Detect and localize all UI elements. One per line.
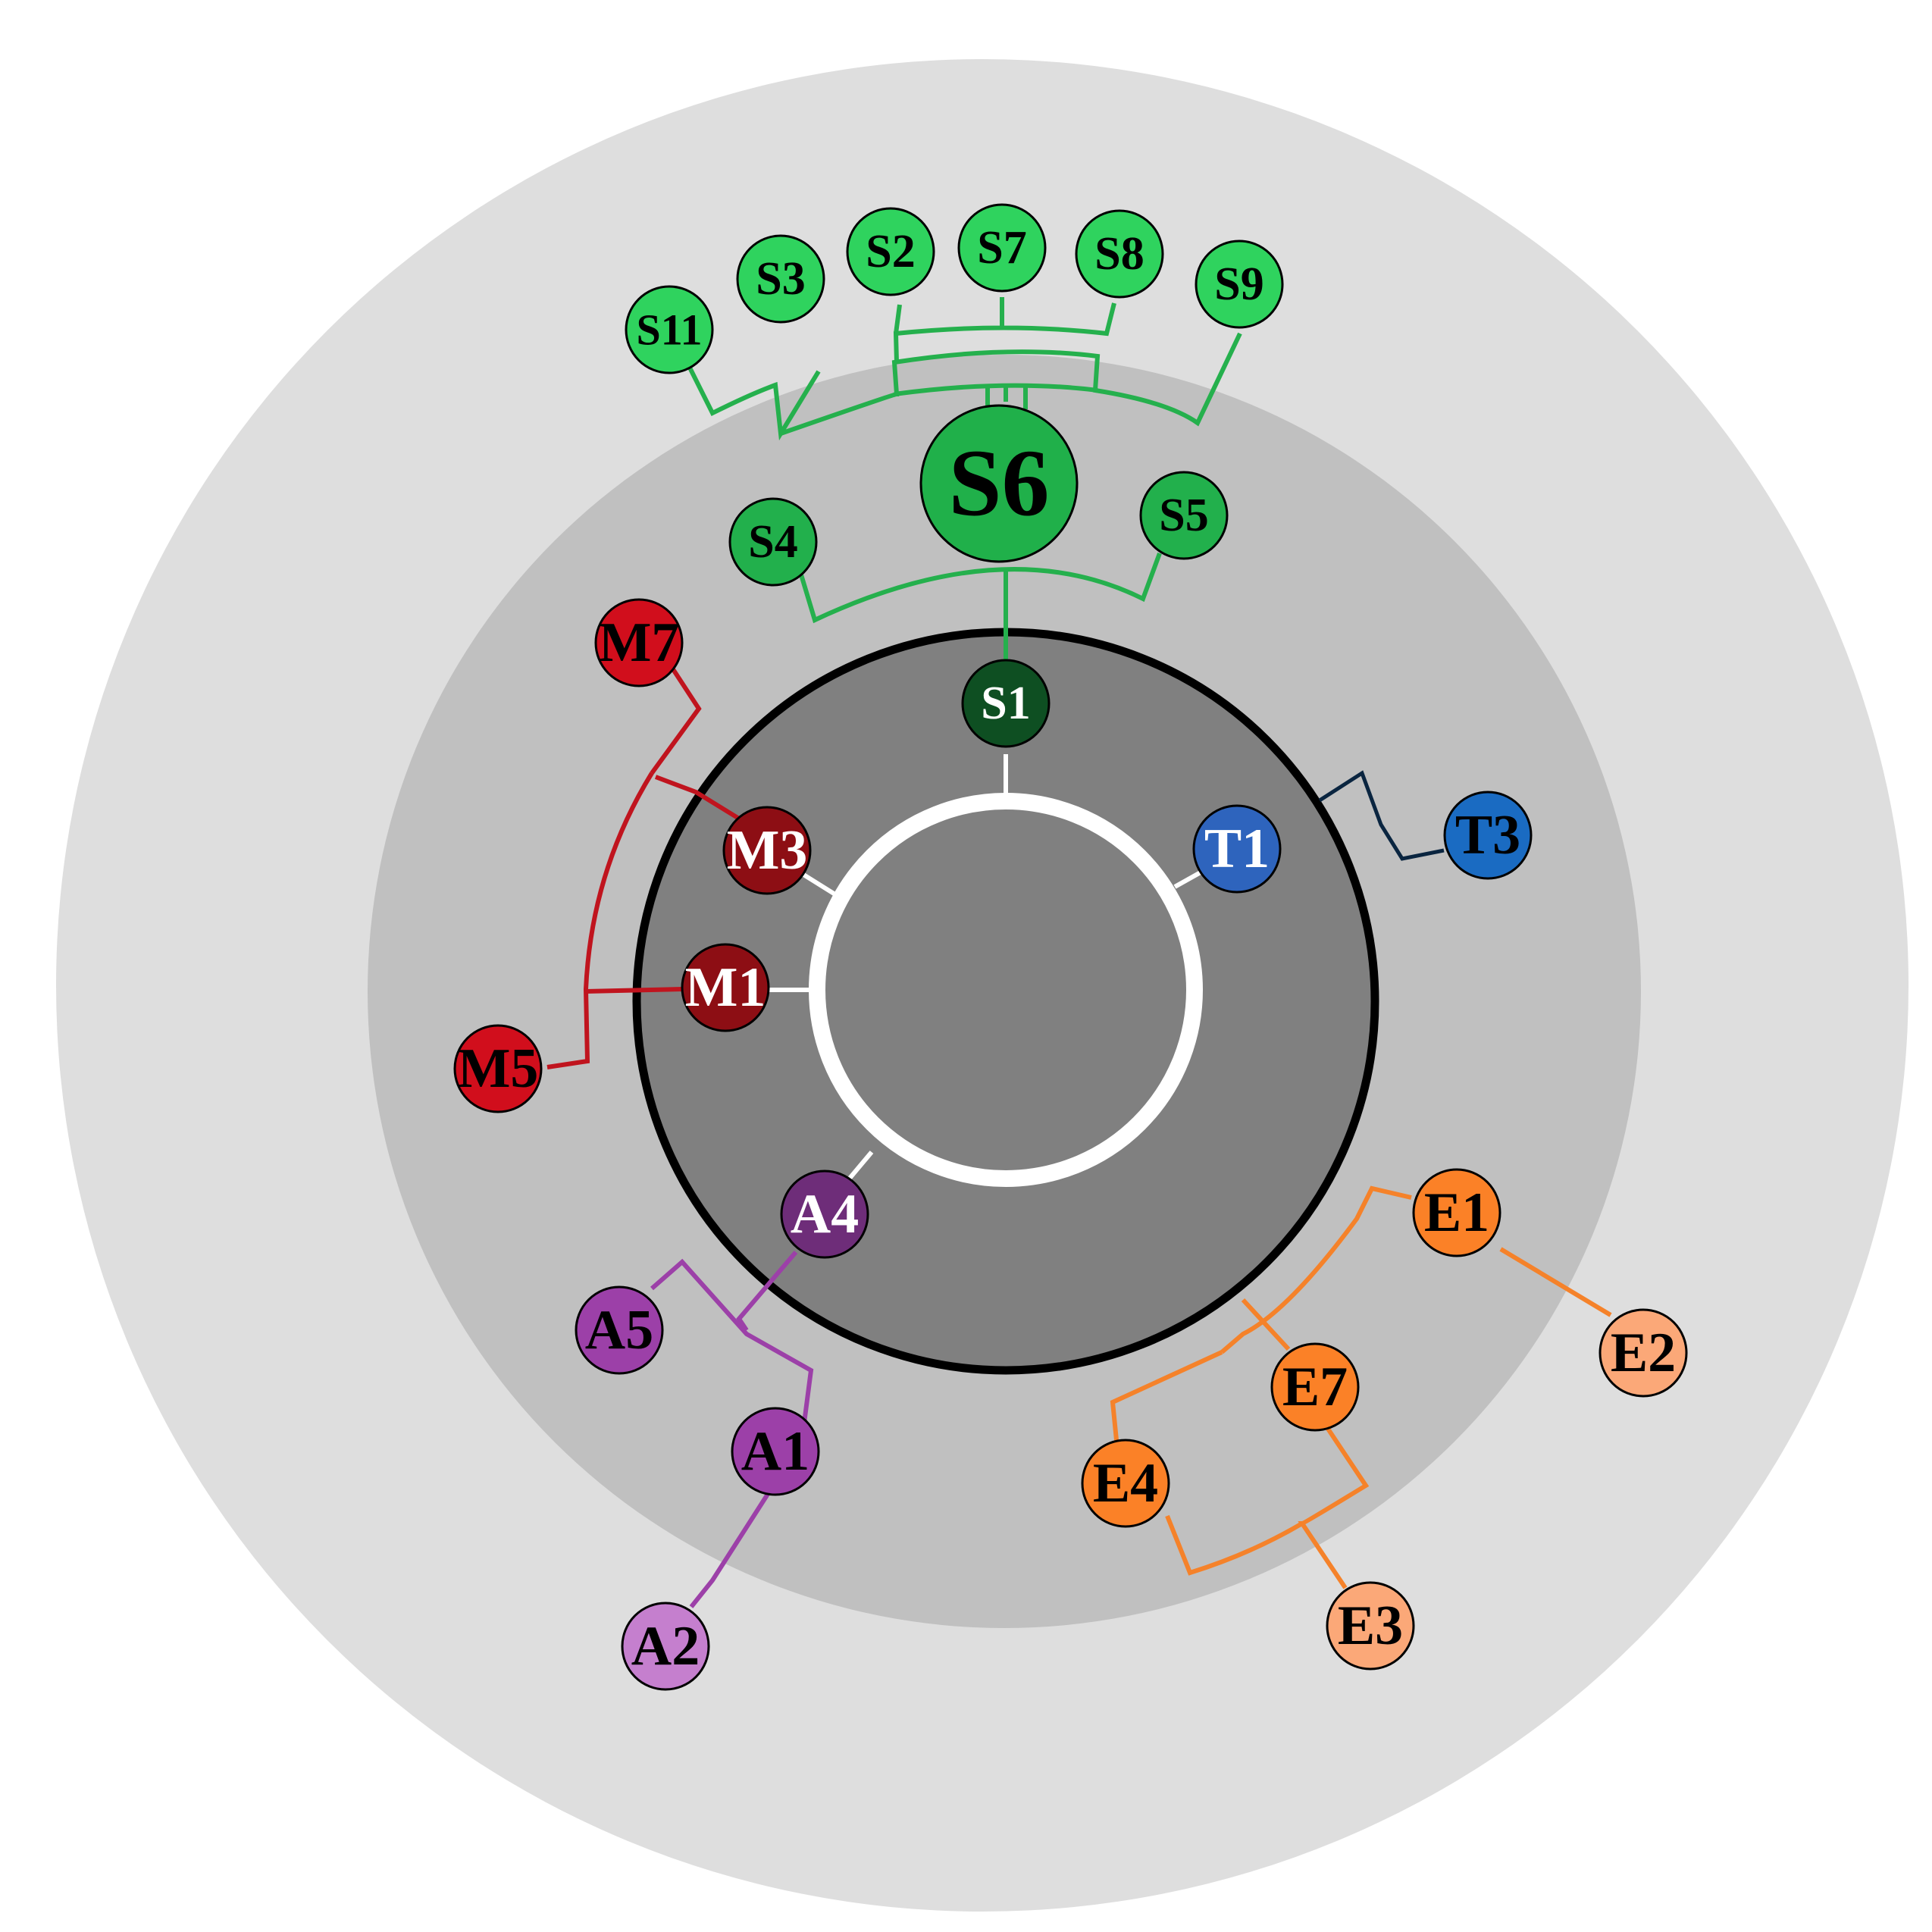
node-label-s2: S2 bbox=[866, 226, 915, 277]
m-tree bbox=[546, 668, 741, 1069]
node-label-a1: A1 bbox=[741, 1420, 809, 1483]
node-s4: S4 bbox=[728, 497, 818, 587]
edge-m1 bbox=[585, 987, 683, 994]
edge-upper-arc bbox=[780, 332, 1242, 436]
edge-e7-branch bbox=[1241, 1298, 1291, 1351]
node-s2: S2 bbox=[846, 207, 935, 296]
node-label-s5: S5 bbox=[1159, 490, 1208, 541]
node-s8: S8 bbox=[1075, 209, 1164, 299]
node-label-s7: S7 bbox=[977, 222, 1026, 274]
node-label-e3: E3 bbox=[1338, 1595, 1403, 1657]
e-tree bbox=[1110, 1185, 1612, 1589]
node-s5: S5 bbox=[1139, 471, 1229, 560]
edge-a5-a1-bracket bbox=[650, 1258, 814, 1429]
node-label-s6: S6 bbox=[948, 431, 1049, 537]
node-e1: E1 bbox=[1412, 1168, 1501, 1257]
edge-core-m3 bbox=[800, 871, 839, 898]
node-label-a4: A4 bbox=[791, 1183, 859, 1245]
edge-e1-e2 bbox=[1499, 1247, 1612, 1317]
t-tree bbox=[1318, 770, 1445, 861]
edge-inner-mid bbox=[894, 383, 1098, 396]
edge-m7 bbox=[650, 668, 702, 775]
edge-s4-s5-bracket bbox=[794, 552, 1162, 624]
edge-e7-e3 bbox=[1298, 1416, 1370, 1589]
node-a1: A1 bbox=[731, 1407, 820, 1496]
edge-m3 bbox=[654, 775, 741, 821]
node-label-s1: S1 bbox=[981, 678, 1030, 729]
node-s1: S1 bbox=[961, 659, 1051, 748]
edge-e4-bottom bbox=[1165, 1514, 1304, 1576]
node-label-m3: M3 bbox=[727, 819, 808, 881]
node-label-e4: E4 bbox=[1093, 1452, 1158, 1514]
node-e4: E4 bbox=[1081, 1439, 1170, 1528]
edge-s2-s7-s8 bbox=[893, 297, 1116, 363]
node-label-s3: S3 bbox=[756, 253, 805, 305]
node-m5: M5 bbox=[453, 1024, 543, 1113]
node-label-m1: M1 bbox=[685, 957, 766, 1019]
node-a4: A4 bbox=[780, 1170, 869, 1259]
edge-a4-down bbox=[736, 1251, 798, 1332]
nodes: S1 S6 S4 S5 S11 S3 S2 S7 S8 S9 T1 T3 M3 … bbox=[453, 203, 1688, 1691]
node-label-e1: E1 bbox=[1424, 1182, 1489, 1244]
node-label-a5: A5 bbox=[585, 1299, 653, 1361]
node-a2: A2 bbox=[621, 1602, 710, 1691]
edge-s11-s3-bracket bbox=[684, 359, 821, 441]
node-s11: S11 bbox=[625, 285, 714, 374]
node-m3: M3 bbox=[722, 806, 812, 895]
node-s6: S6 bbox=[919, 404, 1079, 563]
node-label-s8: S8 bbox=[1094, 228, 1144, 280]
a-tree bbox=[650, 1251, 814, 1608]
node-m7: M7 bbox=[594, 598, 684, 687]
node-label-t1: T1 bbox=[1204, 818, 1270, 880]
core-ring bbox=[809, 793, 1203, 1187]
node-e3: E3 bbox=[1326, 1581, 1415, 1671]
node-label-m7: M7 bbox=[599, 612, 680, 674]
edge-e4-bracket bbox=[1110, 1350, 1223, 1456]
edge-a1-a2 bbox=[689, 1490, 772, 1608]
node-label-s4: S4 bbox=[748, 516, 797, 568]
node-label-e7: E7 bbox=[1282, 1356, 1348, 1418]
node-t3: T3 bbox=[1443, 791, 1533, 880]
node-label-s9: S9 bbox=[1214, 258, 1263, 310]
edge-e1-e7-arc bbox=[1220, 1185, 1412, 1354]
node-label-e2: E2 bbox=[1611, 1322, 1676, 1384]
node-label-m5: M5 bbox=[458, 1038, 539, 1100]
node-label-a2: A2 bbox=[631, 1615, 700, 1677]
node-s3: S3 bbox=[736, 234, 825, 324]
node-label-t3: T3 bbox=[1455, 804, 1520, 866]
node-label-s11: S11 bbox=[636, 305, 702, 355]
node-s7: S7 bbox=[957, 203, 1047, 293]
edge-m-arc bbox=[546, 772, 654, 1069]
node-s9: S9 bbox=[1195, 240, 1284, 329]
node-t1: T1 bbox=[1192, 804, 1282, 894]
node-a5: A5 bbox=[575, 1285, 664, 1375]
edge-inner-t3 bbox=[1318, 770, 1445, 861]
node-m1: M1 bbox=[681, 943, 770, 1032]
s-tree bbox=[684, 297, 1242, 665]
node-e2: E2 bbox=[1599, 1308, 1688, 1398]
node-e7: E7 bbox=[1270, 1342, 1360, 1432]
